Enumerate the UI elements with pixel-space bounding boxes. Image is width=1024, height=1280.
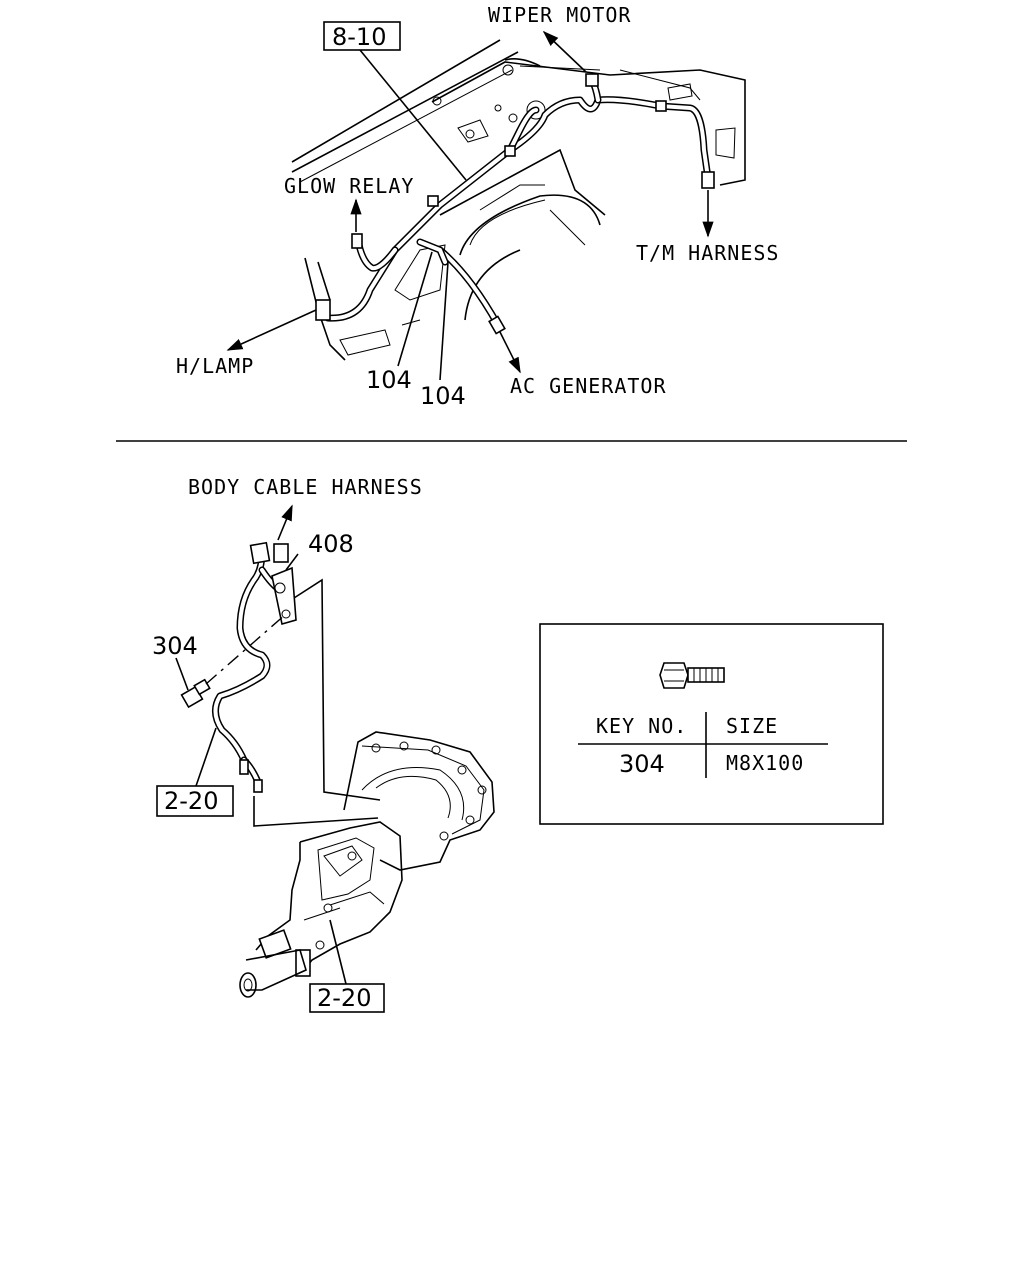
h-lamp-arrow-icon [226,309,317,351]
spec-header-key-no: KEY NO. [596,714,687,738]
ref-box-2-20-a [156,785,234,817]
label-glow-relay: GLOW RELAY [284,174,414,198]
main-harness [315,73,715,335]
label-h-lamp: H/LAMP [176,354,254,378]
vehicle-body-outline [291,39,746,361]
spec-table-frame [539,623,884,825]
callout-104-a: 104 [366,366,412,394]
transmission-assembly [239,731,495,998]
label-tm-harness: T/M HARNESS [636,241,779,265]
label-ac-generator: AC GENERATOR [510,374,667,398]
label-wiper-motor: WIPER MOTOR [488,3,631,27]
ref-box-8-10-text: 8-10 [332,23,386,51]
ref-box-8-10 [323,21,401,51]
wiper-motor-arrow-icon [542,30,587,73]
bracket-408 [271,566,297,626]
hex-bolt-icon [659,662,725,689]
spec-cell-size: M8X100 [726,751,804,775]
spec-header-size: SIZE [726,714,778,738]
spec-cell-key-no: 304 [619,750,665,778]
fastener-spec-table: KEY NO. SIZE 304 M8X100 [539,623,884,825]
bolt-installation-centerline [205,613,287,685]
ref-8-10-leader [359,49,467,181]
ref-box-2-20-b-text: 2-20 [317,984,371,1012]
ref-box-2-20-b [309,983,385,1013]
callout-408: 408 [308,530,354,558]
transmission-harness-diagram: BODY CABLE HARNESS 408 304 2- [152,475,495,1013]
callout-104-leader-a [397,251,433,367]
engine-bay-harness-diagram: WIPER MOTOR GLOW RELAY T/M HARNESS H/LAM… [176,3,779,410]
ac-generator-arrow-icon [499,331,521,374]
ref-box-2-20-a-text: 2-20 [164,787,218,815]
label-body-cable-harness: BODY CABLE HARNESS [188,475,423,499]
callout-304: 304 [152,632,198,660]
body-cable-harness-arrow-icon [277,504,293,541]
callout-104-b: 104 [420,382,466,410]
callout-104-leader-b [439,261,449,381]
bolt-304-icon [180,678,211,709]
